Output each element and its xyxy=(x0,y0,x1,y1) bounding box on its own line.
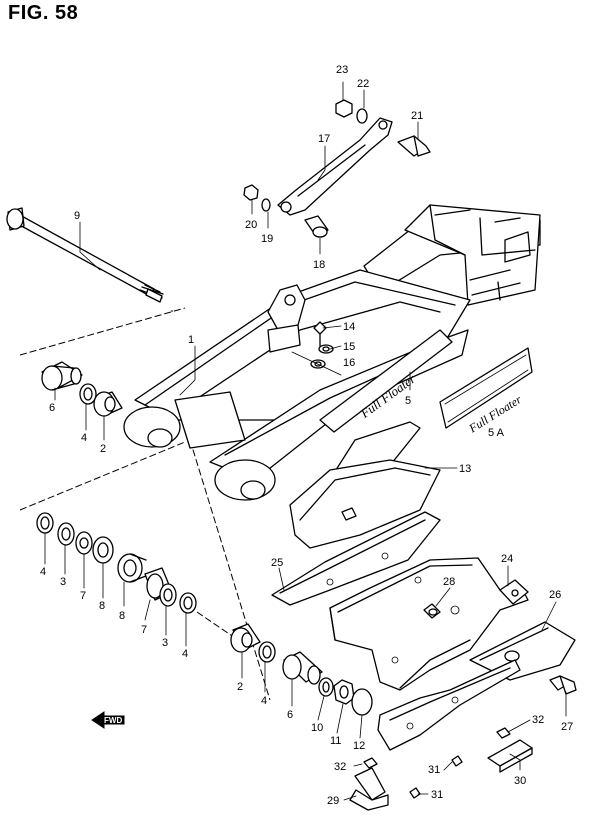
callout-6-upper: 6 xyxy=(49,402,55,414)
callout-18: 18 xyxy=(313,259,325,271)
callout-8-right: 8 xyxy=(119,610,125,622)
screw-31a xyxy=(451,755,463,767)
callout-27: 27 xyxy=(561,721,573,733)
washer-10 xyxy=(318,677,334,697)
clip-30 xyxy=(487,739,533,773)
guard-25 xyxy=(271,511,441,606)
callout-24: 24 xyxy=(501,553,513,565)
callout-17: 17 xyxy=(318,133,330,145)
callout-4-upper: 4 xyxy=(81,432,87,444)
callout-21: 21 xyxy=(411,110,423,122)
collar-6-upper xyxy=(41,361,83,391)
callout-25: 25 xyxy=(271,557,283,569)
fwd-arrow-icon: FWD xyxy=(91,711,125,729)
callout-6-lower: 6 xyxy=(287,709,293,721)
callout-13: 13 xyxy=(459,463,471,475)
callout-15: 15 xyxy=(343,341,355,353)
bolt-21 xyxy=(397,135,431,157)
nut-23 xyxy=(335,99,353,118)
callout-10: 10 xyxy=(311,722,323,734)
callout-leaders xyxy=(44,81,567,801)
clip-29 xyxy=(349,767,389,811)
callout-19: 19 xyxy=(261,233,273,245)
bearing-2-upper xyxy=(93,391,123,417)
cap-12 xyxy=(351,688,373,716)
callout-4-lower: 4 xyxy=(261,695,267,707)
bolt-27 xyxy=(549,675,577,695)
callout-32-left: 32 xyxy=(334,761,346,773)
callout-2-lower: 2 xyxy=(237,681,243,693)
bearing-4-upper xyxy=(79,383,97,405)
callout-numbers: 9 1 6 4 2 14 15 16 5 5 A 13 23 22 21 17 … xyxy=(40,64,573,807)
callout-3-right: 3 xyxy=(162,637,168,649)
bolt-18 xyxy=(304,215,329,238)
bearing-4-left xyxy=(36,512,54,534)
callout-29: 29 xyxy=(327,795,339,807)
washer-15 xyxy=(318,344,334,354)
callout-2-upper: 2 xyxy=(100,443,106,455)
callout-14: 14 xyxy=(343,321,355,333)
bolt-28 xyxy=(423,603,441,619)
figure-title: FIG. 58 xyxy=(8,2,79,24)
callout-8-left: 8 xyxy=(99,600,105,612)
collar-6-lower xyxy=(282,651,323,685)
callout-3-left: 3 xyxy=(60,576,66,588)
callout-30: 30 xyxy=(514,775,526,787)
nut-32b xyxy=(363,757,378,769)
nut-20 xyxy=(243,184,259,201)
bearing-4-right xyxy=(179,592,197,614)
seal-3-left xyxy=(57,522,75,546)
callout-20: 20 xyxy=(245,219,257,231)
callout-1: 1 xyxy=(188,334,194,346)
nut-11 xyxy=(333,679,355,705)
seal-3-right xyxy=(159,583,177,607)
callout-5a: 5 A xyxy=(488,427,505,439)
bushing-7-left xyxy=(75,531,93,555)
callout-23: 23 xyxy=(336,64,348,76)
callout-12: 12 xyxy=(353,740,365,752)
swingarm-body: Full Floater xyxy=(123,204,541,501)
bearing-4-lower xyxy=(258,641,276,663)
callout-26: 26 xyxy=(549,589,561,601)
callout-16: 16 xyxy=(343,357,355,369)
callout-7-left: 7 xyxy=(80,590,86,602)
screw-31b xyxy=(409,787,421,799)
callout-22: 22 xyxy=(357,78,369,90)
washer-22 xyxy=(356,108,368,124)
callout-9: 9 xyxy=(74,210,80,222)
callout-7-right: 7 xyxy=(141,624,147,636)
callout-4-left: 4 xyxy=(40,566,46,578)
nut-32a xyxy=(496,727,511,739)
bearing-2-lower xyxy=(230,623,261,653)
washer-19 xyxy=(261,198,271,212)
chain-case-24 xyxy=(329,557,529,691)
callout-4-right: 4 xyxy=(182,648,188,660)
decal-5a: Full Floater xyxy=(439,347,533,436)
callout-31-lower: 31 xyxy=(431,789,443,801)
fwd-label: FWD xyxy=(104,716,122,725)
torque-link xyxy=(277,117,393,216)
chain-buffer xyxy=(289,421,441,549)
spacer-8-left xyxy=(92,536,114,564)
spacer-8-right xyxy=(117,553,147,583)
callout-28: 28 xyxy=(443,576,455,588)
guard-26 xyxy=(469,621,576,681)
callout-11: 11 xyxy=(330,735,341,747)
guard-bracket xyxy=(377,659,521,751)
callout-31-upper: 31 xyxy=(428,764,440,776)
callout-32-right: 32 xyxy=(532,714,544,726)
pivot-shaft xyxy=(6,207,164,303)
callout-5: 5 xyxy=(405,395,411,407)
